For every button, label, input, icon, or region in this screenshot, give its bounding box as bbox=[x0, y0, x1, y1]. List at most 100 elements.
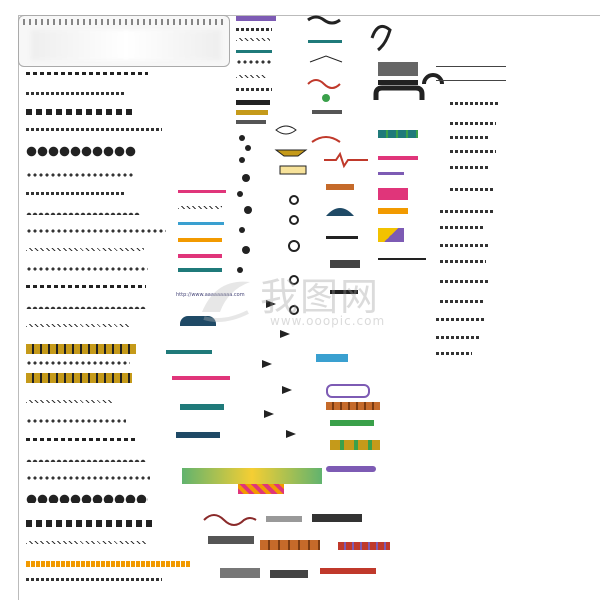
vine-ornament-icon bbox=[324, 151, 368, 294]
color-block bbox=[378, 172, 404, 175]
border-sample bbox=[26, 229, 166, 233]
border-sample bbox=[26, 192, 126, 195]
border-sample bbox=[440, 260, 486, 263]
border-sample bbox=[236, 28, 272, 31]
divider-rule bbox=[436, 66, 506, 67]
header-dots bbox=[23, 19, 223, 25]
border-sample bbox=[26, 324, 130, 327]
color-block bbox=[270, 570, 308, 578]
decorative-band bbox=[182, 468, 322, 484]
watermark-chinese: 我图网 bbox=[260, 275, 381, 319]
color-strip bbox=[180, 316, 216, 326]
color-block bbox=[316, 354, 348, 362]
border-sample bbox=[450, 188, 494, 191]
border-sample bbox=[436, 336, 480, 339]
divider-rule bbox=[436, 80, 506, 81]
color-block bbox=[338, 542, 390, 550]
gold-border bbox=[26, 373, 132, 383]
color-strip bbox=[236, 120, 266, 124]
border-sample bbox=[236, 75, 266, 78]
border-sample bbox=[26, 304, 146, 309]
border-sample bbox=[26, 438, 138, 441]
border-sample bbox=[26, 267, 148, 271]
border-sample bbox=[450, 136, 490, 139]
border-sample bbox=[26, 361, 130, 365]
border-sample bbox=[26, 285, 146, 288]
vine-ornament-icon bbox=[203, 514, 257, 526]
color-strip bbox=[236, 100, 270, 105]
color-strip bbox=[166, 350, 212, 354]
border-sample bbox=[26, 400, 112, 403]
color-strip bbox=[236, 110, 268, 115]
border-sample bbox=[26, 128, 162, 131]
border-sample bbox=[236, 60, 272, 64]
header-blurred-title bbox=[31, 30, 221, 60]
border-sample bbox=[440, 226, 484, 229]
bird-icon bbox=[262, 300, 296, 438]
color-block bbox=[378, 228, 404, 242]
orange-border bbox=[26, 561, 190, 567]
color-block bbox=[266, 516, 302, 522]
color-block bbox=[326, 402, 380, 410]
vine-ornament-icon bbox=[307, 15, 343, 143]
border-sample bbox=[26, 419, 126, 423]
color-block bbox=[326, 384, 370, 398]
color-block bbox=[378, 188, 408, 200]
color-block bbox=[330, 420, 374, 426]
artboard-frame bbox=[18, 15, 600, 600]
color-block bbox=[378, 156, 418, 160]
watermark: 我图网 www.ooopic.com bbox=[196, 262, 426, 342]
scroll-ornament-icon bbox=[237, 135, 252, 273]
color-strip bbox=[178, 190, 226, 193]
border-sample bbox=[440, 244, 488, 247]
border-sample bbox=[26, 210, 140, 215]
gold-border bbox=[26, 344, 136, 354]
color-block bbox=[378, 130, 418, 138]
border-sample bbox=[26, 109, 132, 115]
color-strip bbox=[172, 376, 230, 380]
color-strip bbox=[236, 50, 272, 53]
color-block bbox=[312, 514, 362, 522]
border-sample bbox=[440, 210, 494, 213]
tiny-url-text: http://www.aaaaaaaaa.com bbox=[176, 292, 245, 298]
color-block bbox=[330, 440, 380, 450]
color-block bbox=[326, 466, 376, 472]
color-block bbox=[220, 568, 260, 578]
color-strip bbox=[178, 222, 224, 225]
border-sample bbox=[26, 92, 124, 95]
border-sample bbox=[450, 150, 496, 153]
color-strip bbox=[178, 238, 222, 242]
border-sample bbox=[178, 206, 222, 209]
color-block bbox=[378, 208, 408, 214]
border-sample bbox=[26, 173, 134, 177]
border-sample bbox=[26, 248, 144, 251]
color-block bbox=[260, 540, 320, 550]
color-strip bbox=[180, 404, 224, 410]
border-sample bbox=[436, 352, 472, 355]
scroll-ornament-icon bbox=[274, 125, 308, 175]
border-sample bbox=[26, 72, 148, 75]
color-strip bbox=[178, 268, 222, 272]
butterfly-icon bbox=[370, 24, 425, 100]
border-sample bbox=[440, 280, 488, 283]
border-sample bbox=[436, 318, 484, 321]
flower-border bbox=[26, 494, 148, 503]
watermark-url: www.ooopic.com bbox=[270, 314, 386, 328]
border-sample bbox=[26, 520, 156, 527]
header-tab bbox=[18, 15, 230, 67]
border-sample bbox=[236, 38, 270, 41]
flower-border bbox=[26, 146, 136, 157]
color-block bbox=[378, 258, 426, 260]
color-block bbox=[320, 568, 376, 574]
watermark-logo bbox=[202, 281, 250, 322]
border-sample bbox=[440, 300, 484, 303]
border-sample bbox=[450, 102, 500, 105]
scroll-ornament-icon bbox=[288, 195, 300, 315]
color-strip bbox=[176, 432, 220, 438]
border-sample bbox=[26, 541, 146, 544]
border-sample bbox=[26, 457, 146, 462]
color-strip bbox=[178, 254, 222, 258]
border-sample bbox=[26, 578, 162, 581]
border-sample bbox=[236, 88, 272, 91]
